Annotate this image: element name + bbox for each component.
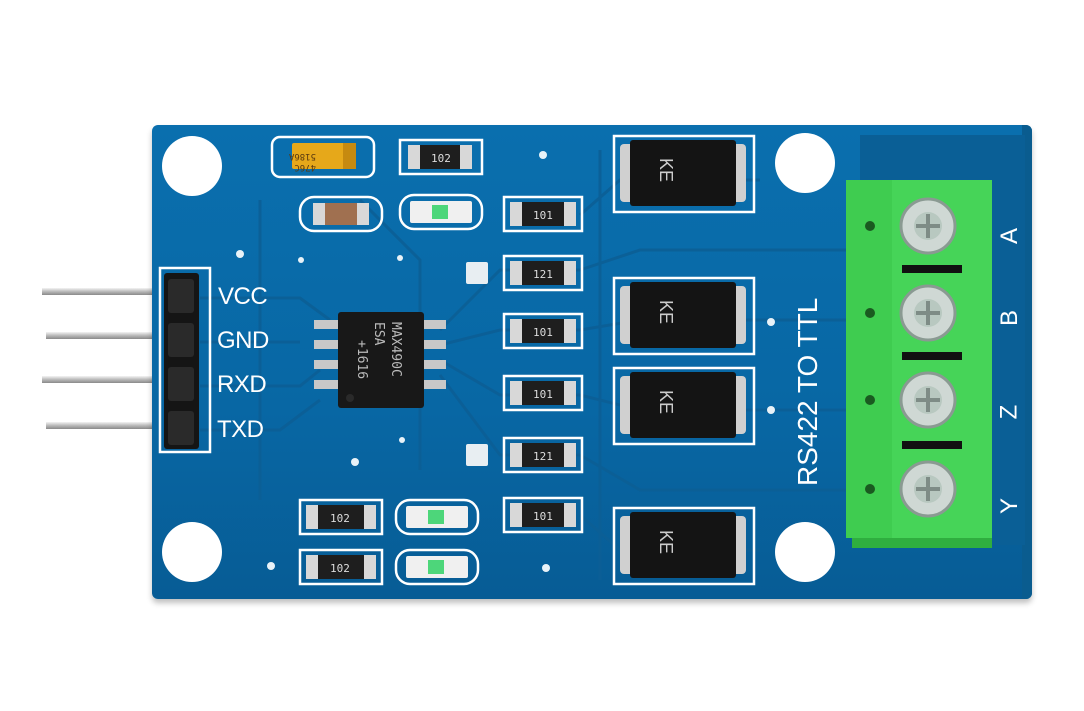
resistor-label-102-top: 102 (431, 152, 451, 165)
diode-marking-2: KE (656, 300, 676, 324)
terminal-label-b: B (996, 309, 1024, 327)
resistor-label-101-a: 101 (533, 209, 553, 222)
pin-label-vcc: VCC (218, 283, 268, 310)
tvs-diode-4: KE (612, 506, 756, 586)
ic-marking-1: MAX490C (388, 322, 403, 377)
vias (236, 151, 775, 572)
resistor-label-101-d: 101 (533, 510, 553, 523)
diode-marking-3: KE (656, 390, 676, 414)
mounting-hole-tl (162, 136, 222, 196)
resistor-label-102-b2: 102 (330, 562, 350, 575)
board-title: RS422 TO TTL (792, 297, 823, 486)
ceramic-capacitor (313, 203, 369, 225)
terminal-label-a: A (996, 227, 1024, 245)
resistor-label-102-b1: 102 (330, 512, 350, 525)
resistor-label-101-b: 101 (533, 326, 553, 339)
pin-label-txd: TXD (217, 416, 264, 443)
mounting-hole-br (775, 522, 835, 582)
resistor-column: 101 121 101 101 121 101 (502, 195, 584, 534)
header-outline (158, 266, 212, 454)
pin-header (164, 273, 199, 449)
diode-marking-4: KE (656, 530, 676, 554)
board-edge (1022, 125, 1032, 599)
diode-marking-1: KE (656, 158, 676, 182)
screw-z (899, 371, 957, 429)
header-pin-rxd (42, 376, 182, 383)
screw-b (899, 284, 957, 342)
screw-terminal-block (846, 135, 1025, 548)
tvs-diode-1: KE (612, 134, 756, 214)
max490-ic: MAX490C ESA +1616 (314, 312, 446, 408)
terminal-label-y: Y (996, 497, 1024, 515)
terminal-label-z: Z (995, 404, 1023, 420)
header-pin-gnd (46, 332, 182, 339)
screw-a (899, 197, 957, 255)
mounting-hole-tr (775, 133, 835, 193)
tvs-diode-2: KE (612, 276, 756, 356)
screw-y (899, 460, 957, 518)
resistor-label-101-c: 101 (533, 388, 553, 401)
capacitor-marking-1: 5186A (288, 151, 316, 161)
tantalum-capacitor (292, 143, 356, 169)
header-pin-txd (46, 422, 182, 429)
resistor-label-121-a: 121 (533, 268, 553, 281)
capacitor-marking-2: 476C (294, 162, 316, 172)
pin-label-gnd: GND (217, 327, 269, 354)
tvs-diode-3: KE (612, 366, 756, 446)
ic-marking-2: ESA (371, 322, 386, 346)
resistor-label-121-b: 121 (533, 450, 553, 463)
header-pin-vcc (42, 288, 182, 295)
mounting-holes (162, 133, 835, 582)
ic-marking-3: +1616 (354, 340, 369, 379)
pin-label-rxd: RXD (217, 371, 267, 398)
mounting-hole-bl (162, 522, 222, 582)
